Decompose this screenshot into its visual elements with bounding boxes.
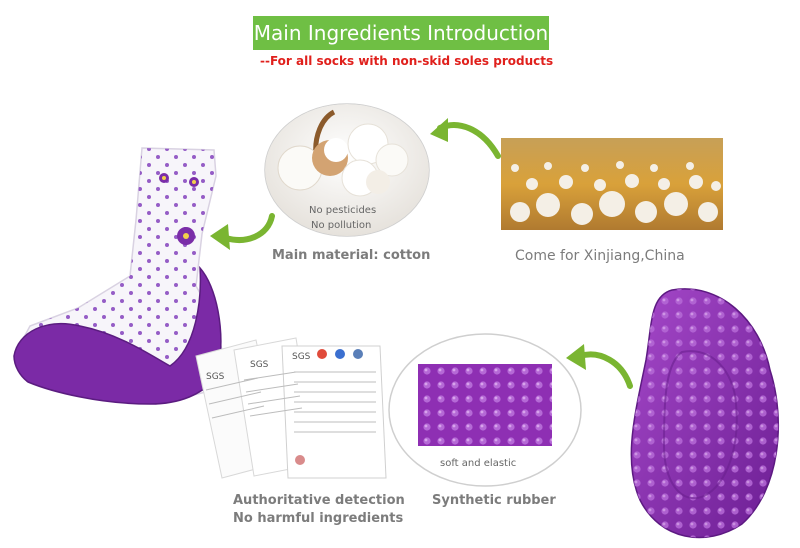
certificates-caption-line1: Authoritative detection: [233, 493, 405, 508]
arrow-head-2: [210, 224, 230, 250]
rubber-caption: Synthetic rubber: [432, 493, 556, 508]
cotton-note-line2: No pollution: [311, 220, 372, 231]
sgs-label-3: SGS: [292, 352, 311, 362]
arrow-head-1: [430, 118, 448, 142]
page-title: Main Ingredients Introduction: [253, 16, 549, 50]
rubber-texture-image: [388, 333, 582, 487]
cotton-caption: Main material: cotton: [272, 248, 431, 263]
cotton-field-image: [501, 138, 723, 230]
cotton-image: [264, 103, 430, 237]
rubber-sole-illustration: [630, 288, 780, 539]
sock-illustration: [13, 147, 225, 405]
arrow-field-to-cotton: [437, 122, 501, 159]
cotton-note-line1: No pesticides: [309, 205, 377, 216]
origin-caption: Come for Xinjiang,China: [515, 248, 685, 264]
arrow-head-3: [566, 344, 586, 370]
sgs-label-1: SGS: [206, 372, 225, 382]
certificates-caption-line2: No harmful ingredients: [233, 511, 404, 526]
arrow-cotton-to-sock: [223, 213, 275, 243]
page-subtitle: --For all socks with non-skid soles prod…: [260, 54, 554, 68]
certificate-documents: [195, 337, 387, 479]
rubber-note: soft and elastic: [440, 458, 517, 469]
sgs-label-2: SGS: [250, 360, 269, 370]
arrow-sole-to-rubber: [577, 351, 633, 389]
